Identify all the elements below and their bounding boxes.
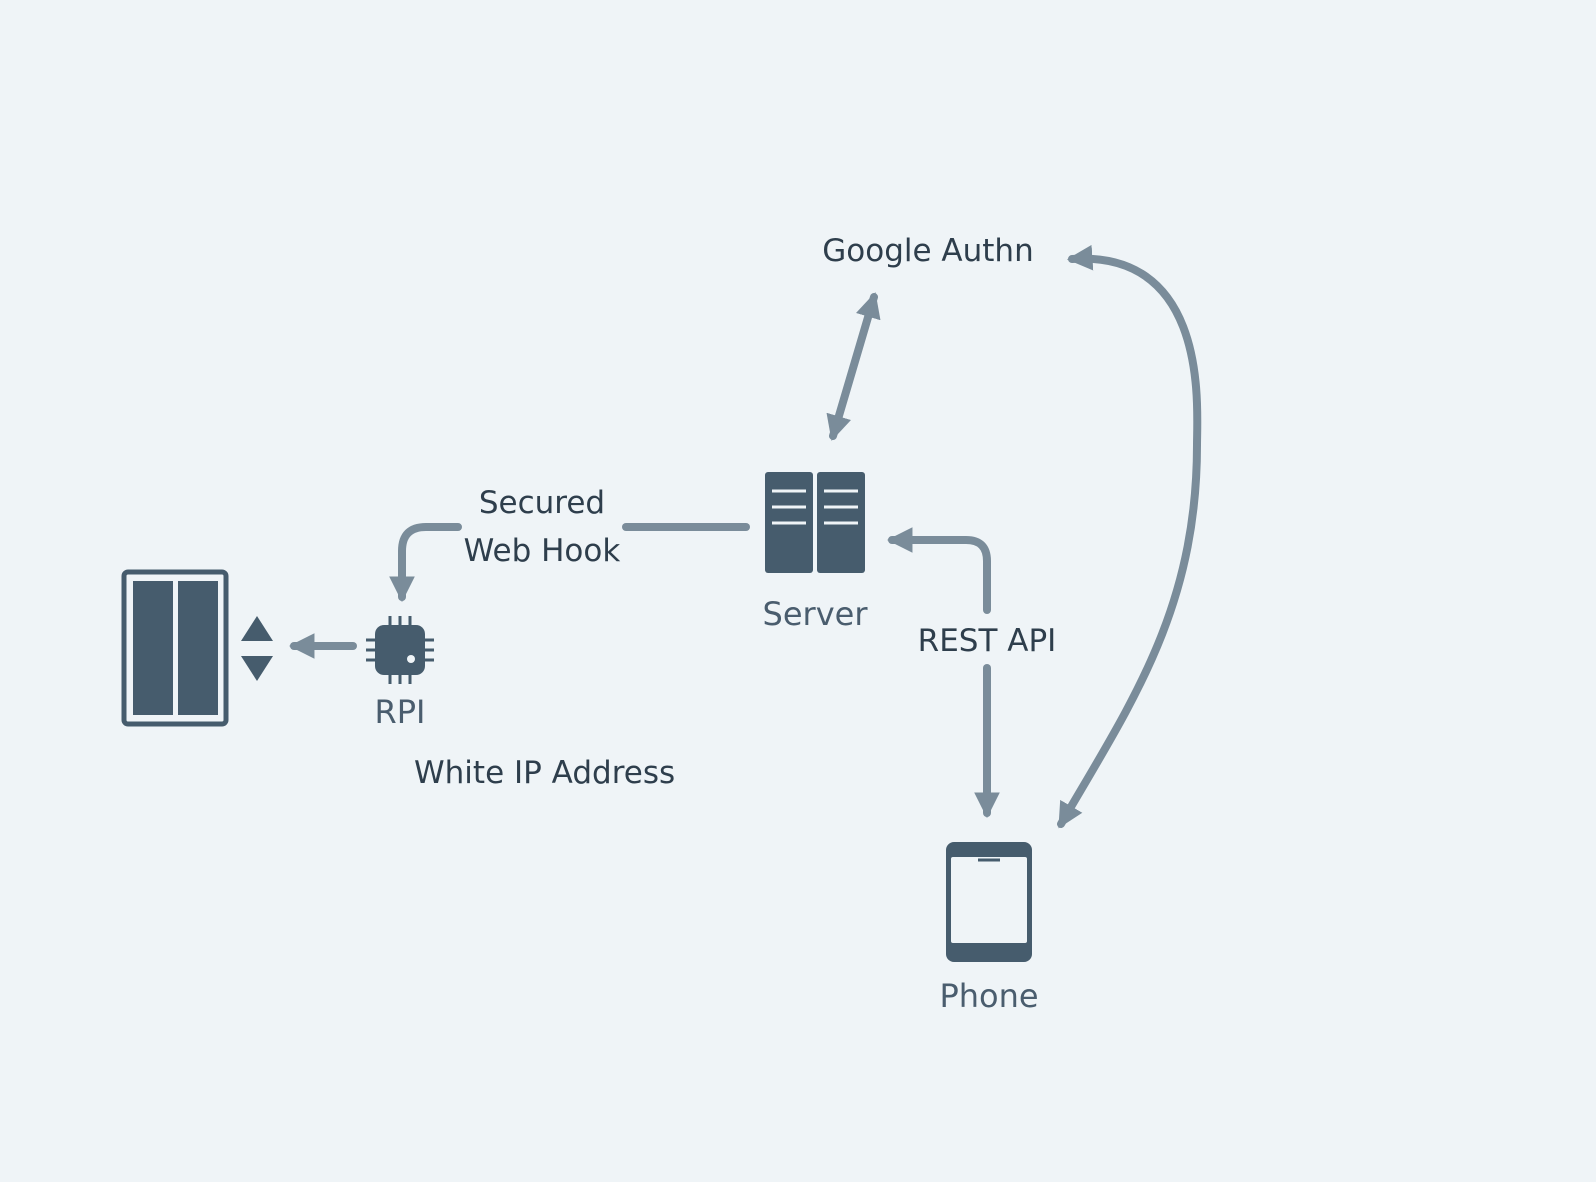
webhook-arrow-to-rpi [389,523,462,603]
rpi-label: RPI [374,693,426,731]
server-label: Server [762,595,868,633]
rest-arrow-to-server [886,527,991,614]
webhook-label-line2: Web Hook [463,533,621,569]
phone-label: Phone [939,977,1039,1015]
white-ip-address-note: White IP Address [414,755,676,791]
arrow-google-phone [1057,244,1202,829]
server-icon [765,472,865,573]
phone-icon [946,842,1032,962]
google-authn-label: Google Authn [822,233,1034,269]
up-down-arrows-icon [241,616,273,681]
gate-icon [121,569,229,727]
chip-icon [366,616,434,684]
arrow-server-google [826,292,881,441]
rest-api-label: REST API [917,623,1057,659]
webhook-label-line1: Secured [478,485,606,521]
